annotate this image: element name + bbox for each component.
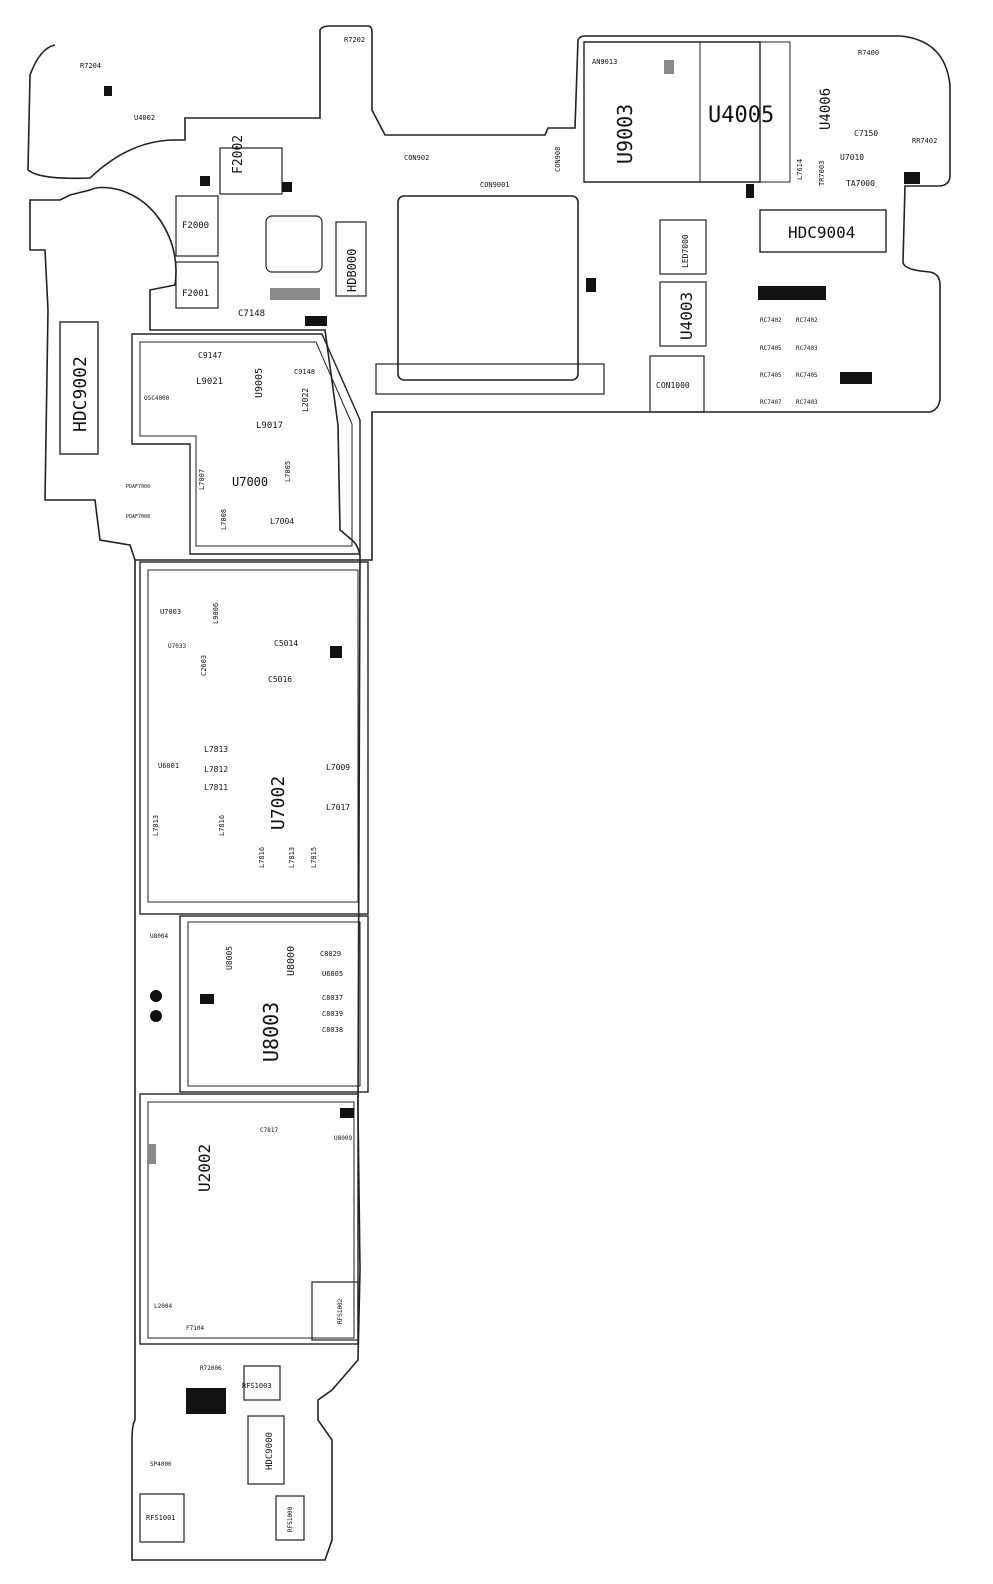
label-sp4000: SP4000 — [150, 1461, 172, 1468]
label-780207: 780207 — [196, 1419, 221, 1427]
label-con902: CON902 — [404, 154, 429, 162]
label-u7003: U7003 — [160, 608, 181, 616]
label-rc7407: RC7407 — [760, 399, 782, 406]
label-hdc9000: HDC9000 — [265, 1432, 275, 1470]
label-l7017: L7017 — [326, 803, 350, 812]
label-u8005: U8005 — [225, 946, 234, 970]
label-rfs1000: RFS1000 — [287, 1506, 294, 1532]
label-l7013: L7013 — [152, 815, 160, 836]
label-osc4000: OSC4000 — [144, 395, 170, 402]
label-l7816b: L7816 — [258, 847, 266, 868]
label-u9005: U9005 — [254, 368, 265, 398]
label-tr7003: TR7003 — [818, 161, 826, 186]
label-rfs1001: RFS1001 — [146, 1514, 176, 1522]
label-c9148: C9148 — [294, 368, 315, 376]
label-c7148: C7148 — [238, 309, 265, 319]
label-l7009: L7009 — [326, 763, 350, 772]
label-u7002: U7002 — [268, 776, 289, 830]
label-rc7405b: RC7405 — [760, 372, 782, 379]
label-u7000: U7000 — [232, 475, 268, 489]
label-rfs1003: RFS1003 — [242, 1382, 272, 1390]
label-u2002: U2002 — [195, 1144, 214, 1192]
label-l7816: L7816 — [218, 815, 226, 836]
label-u8003: U8003 — [259, 1002, 283, 1062]
label-u6805: U6805 — [322, 970, 343, 978]
label-l7614: L7614 — [796, 159, 804, 180]
label-rc7405c: RC7405 — [796, 372, 818, 379]
label-rc7403b: RC7403 — [796, 399, 818, 406]
label-u4003: U4003 — [677, 292, 696, 340]
label-l9017: L9017 — [256, 421, 283, 431]
label-rc7402a: RC7402 — [760, 317, 782, 324]
label-u4002: U4002 — [134, 114, 155, 122]
label-l7813: L7813 — [204, 745, 228, 754]
label-u4006: U4006 — [818, 88, 834, 130]
label-u8009: U8009 — [334, 1135, 352, 1142]
label-l9006: L9006 — [212, 603, 220, 624]
label-rc7402b: RC7402 — [796, 317, 818, 324]
label-hdc9002: HDC9002 — [70, 356, 91, 432]
label-r7400: R7400 — [858, 49, 879, 57]
label-c2603: C2603 — [200, 655, 208, 676]
label-c8038: C8038 — [322, 1026, 343, 1034]
label-r7204: R7204 — [80, 62, 101, 70]
label-rfs1002: RFS1002 — [337, 1298, 344, 1324]
label-l7812: L7812 — [204, 765, 228, 774]
label-c8029: C8029 — [320, 950, 341, 958]
label-l2004: L2004 — [154, 1303, 172, 1310]
label-c8039: C8039 — [322, 1010, 343, 1018]
label-con9001: CON9001 — [480, 181, 510, 189]
component-pads — [104, 60, 920, 1414]
label-c5014: C5014 — [274, 639, 298, 648]
label-l2022: L2022 — [301, 388, 310, 412]
label-l7815: L7815 — [310, 847, 318, 868]
label-f2000: F2000 — [182, 221, 209, 231]
label-led7000: LED7000 — [681, 234, 690, 268]
label-u4005: U4005 — [708, 103, 774, 128]
label-c9147: C9147 — [198, 351, 222, 360]
label-l7005: L7005 — [284, 461, 292, 482]
label-u8004: U8004 — [150, 933, 168, 940]
label-hdb000: HDB000 — [345, 249, 359, 292]
label-c8037: C8037 — [322, 994, 343, 1002]
label-l7007: L7007 — [198, 469, 206, 490]
label-r72006: R72006 — [200, 1365, 222, 1372]
label-u6001: U6001 — [158, 762, 179, 770]
label-r7202: R7202 — [344, 36, 365, 44]
label-pdaf7008: PDAF7008 — [126, 514, 150, 520]
label-rr7402: RR7402 — [912, 137, 937, 145]
label-f2002: F2002 — [231, 135, 246, 174]
label-f7104: F7104 — [186, 1325, 204, 1332]
label-hdc9004: HDC9004 — [788, 223, 855, 242]
label-c7150: C7150 — [854, 129, 878, 138]
label-l7004: L7004 — [270, 517, 294, 526]
label-u9003: U9003 — [613, 104, 637, 164]
label-con908: CON908 — [554, 147, 562, 172]
board-outline — [27, 25, 951, 1561]
label-u7033: U7033 — [168, 643, 186, 650]
label-l7811: L7811 — [204, 783, 228, 792]
component-labels: R7204 R7202 R7400 RR7402 AN9013 U4002 U4… — [70, 36, 937, 1532]
label-rc7405a: RC7405 — [760, 345, 782, 352]
label-an9013: AN9013 — [592, 58, 617, 66]
label-c7817: C7817 — [260, 1127, 278, 1134]
label-rc7403a: RC7403 — [796, 345, 818, 352]
label-c5016: C5016 — [268, 675, 292, 684]
label-l7008: L7008 — [220, 509, 228, 530]
label-l9021: L9021 — [196, 377, 223, 387]
label-u7010: U7010 — [840, 153, 864, 162]
label-f2001: F2001 — [182, 289, 209, 299]
label-ta7000: TA7000 — [846, 179, 875, 188]
label-con1000: CON1000 — [656, 381, 690, 390]
label-l7813b: L7813 — [288, 847, 296, 868]
label-u8000: U8000 — [286, 946, 297, 976]
label-pdaf7000: PDAF7000 — [126, 484, 150, 490]
